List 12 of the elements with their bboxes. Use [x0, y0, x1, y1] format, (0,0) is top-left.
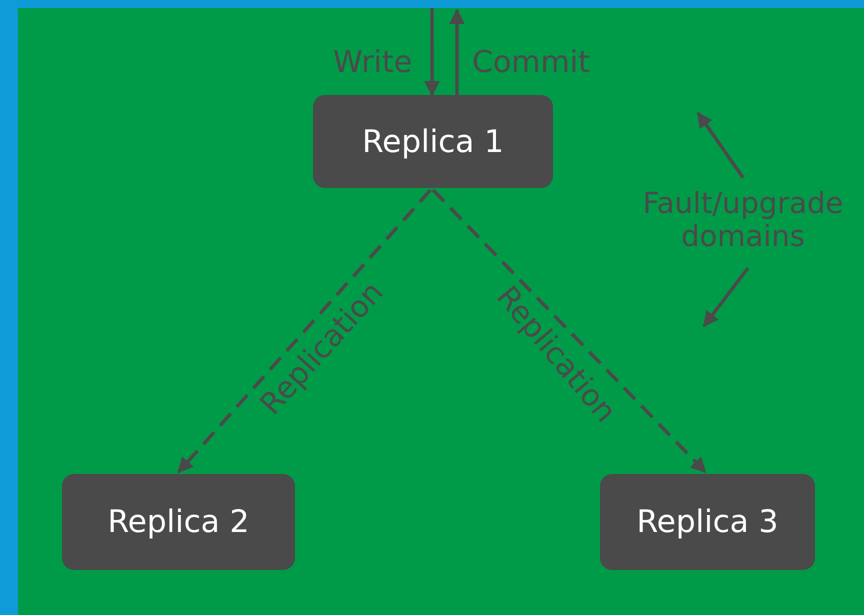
arrow: [449, 8, 465, 95]
dashed-arrow: [177, 188, 432, 474]
edge-label: Write: [333, 44, 412, 80]
dashed-arrow: [432, 188, 707, 474]
replica-box: Replica 2: [62, 474, 295, 570]
arrow: [424, 8, 440, 97]
edge-label: Commit: [472, 44, 590, 80]
replica-box: Replica 3: [600, 474, 815, 570]
replica-box: Replica 1: [313, 95, 553, 188]
arrow: [702, 266, 750, 328]
arrow: [696, 112, 744, 179]
annotation-text: Fault/upgrade domains: [642, 186, 844, 254]
